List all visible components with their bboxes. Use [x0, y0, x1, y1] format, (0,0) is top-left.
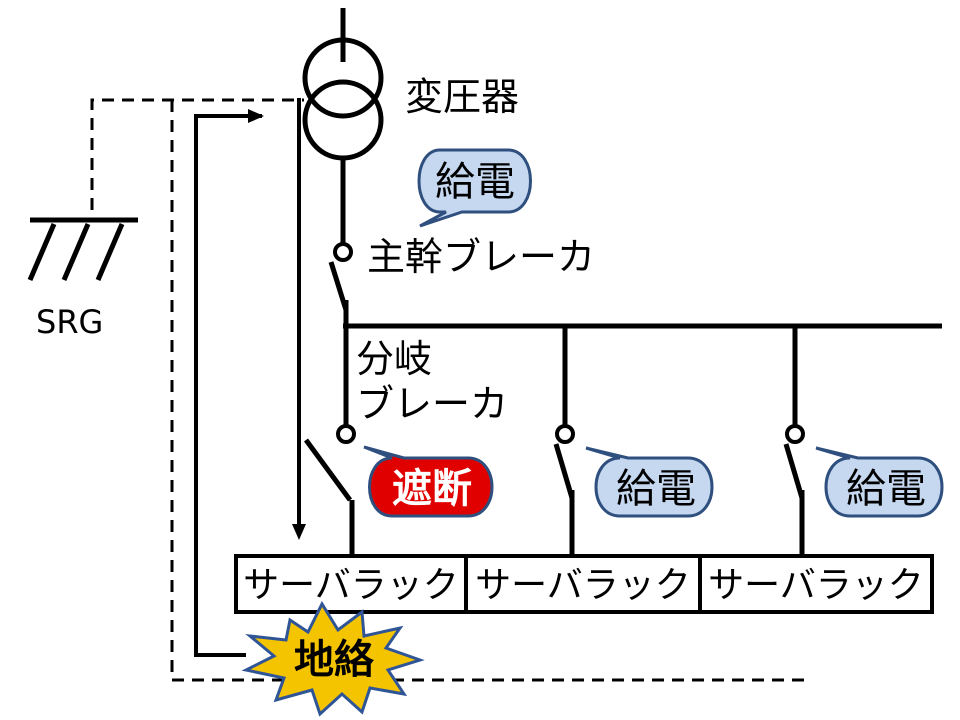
transformer-label: 変圧器	[405, 75, 519, 119]
server-rack-3-label: サーバラック	[708, 565, 924, 606]
branch3-status-bubble: 給電	[815, 446, 944, 518]
arrow-right-icon	[248, 109, 264, 123]
branch-breaker-label-line2: ブレーカ	[356, 382, 508, 426]
srg-ground-path-top	[90, 98, 304, 210]
main-feed-bubble-text: 給電	[435, 159, 515, 205]
branch2-status-bubble-text: 給電	[616, 466, 696, 512]
branch2-status-bubble: 給電	[585, 446, 714, 518]
srg-label: SRG	[36, 303, 103, 341]
server-rack-1	[234, 554, 468, 614]
server-rack-1-label: サーバラック	[243, 565, 459, 606]
main-feed-bubble: 給電	[417, 148, 532, 228]
main-breaker-label: 主幹ブレーカ	[367, 235, 595, 279]
ground-symbol-hatch-1	[27, 223, 57, 281]
branch1-contact	[336, 424, 356, 444]
server-rack-2-label: サーバラック	[475, 565, 691, 606]
srg-ground-path-bottom	[170, 100, 810, 682]
server-rack-3	[698, 554, 934, 614]
main-breaker-contact	[333, 242, 353, 262]
branch1-switch-open	[303, 438, 353, 502]
transformer-coil-secondary	[302, 79, 384, 161]
branch3-contact	[785, 424, 805, 444]
ground-fault-label: 地絡	[294, 637, 375, 683]
ground-fault-burst: 地絡	[241, 600, 425, 717]
arrow-down-icon	[292, 524, 306, 540]
ground-symbol-hatch-3	[95, 223, 125, 281]
branch3-status-bubble-text: 給電	[846, 466, 926, 512]
branch1-status-bubble: 遮断	[363, 445, 494, 518]
branch1-status-bubble-text: 遮断	[392, 466, 472, 512]
fault-current-return-path	[194, 114, 262, 657]
branch2-contact	[555, 424, 575, 444]
ground-symbol-hatch-2	[61, 223, 91, 281]
branch3-switch	[783, 443, 805, 499]
branch-breaker-label-line1: 分岐	[356, 337, 432, 381]
branch2-switch	[553, 443, 575, 499]
transformer-coil-primary	[302, 37, 384, 119]
